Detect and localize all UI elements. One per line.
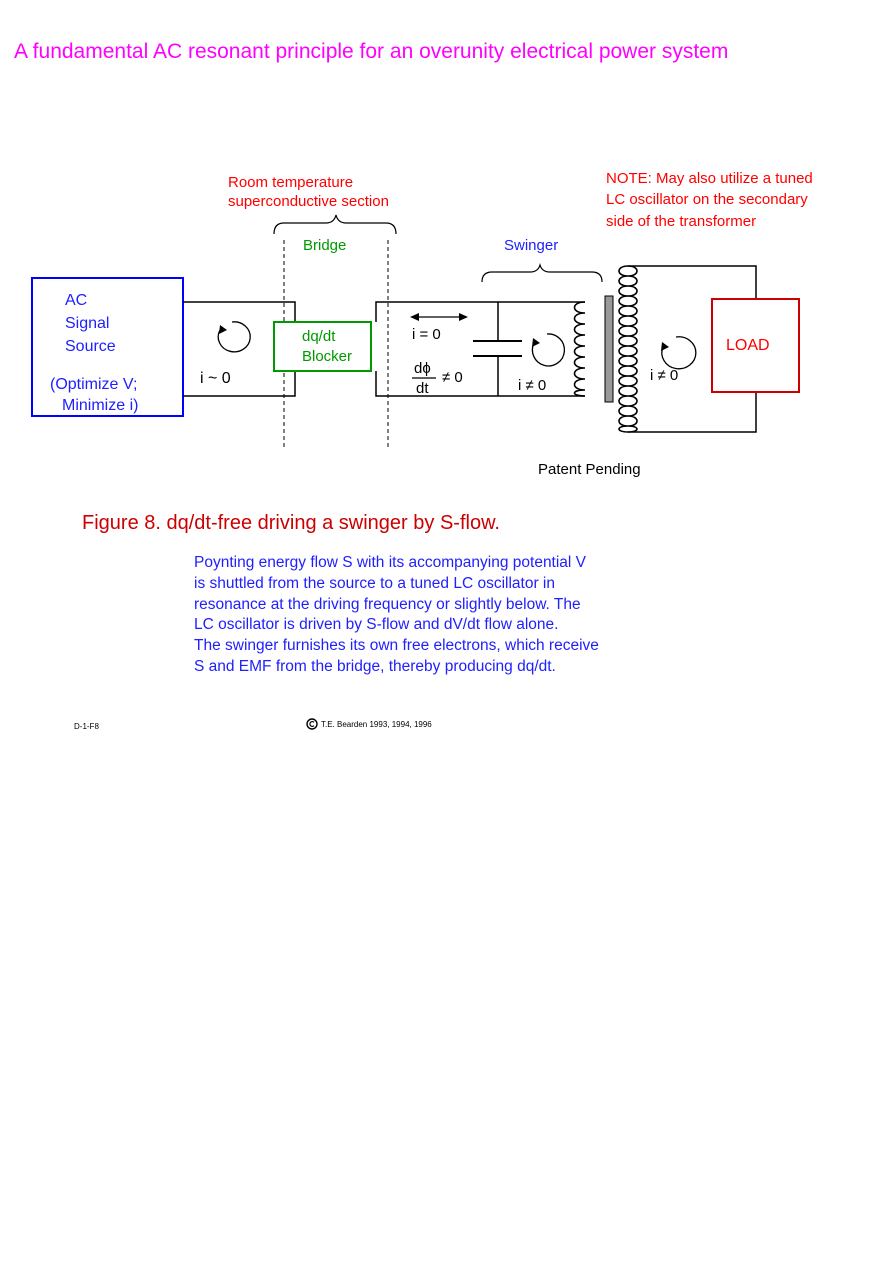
swinger-label: Swinger <box>504 237 558 254</box>
description-line: Poynting energy flow S with its accompan… <box>194 554 587 571</box>
superconductive-label-line2: superconductive section <box>228 193 389 210</box>
note-line2: LC oscillator on the secondary <box>606 191 808 208</box>
swinger-bottom-wire <box>375 371 585 397</box>
patent-pending-label: Patent Pending <box>538 461 641 478</box>
document-code: D-1-F8 <box>74 722 99 731</box>
source-top-wire <box>183 301 296 322</box>
load-top-wire <box>628 265 757 299</box>
source-current-label: i ~ 0 <box>200 370 231 387</box>
lc-arrowhead <box>532 338 540 347</box>
source-label-line1: AC <box>65 292 87 309</box>
source-note-line1: (Optimize V; <box>50 376 137 393</box>
superconductive-brace <box>273 214 397 235</box>
source-bottom-wire <box>183 371 296 397</box>
double-arrow-right-head <box>459 313 468 321</box>
swinger-top-wire <box>375 301 585 322</box>
blocker-label-line1: dq/dt <box>302 328 336 345</box>
bridge-label: Bridge <box>303 237 346 254</box>
blocker-label-line2: Blocker <box>302 348 352 365</box>
description-line: S and EMF from the bridge, thereby produ… <box>194 657 556 675</box>
source-label-line2: Signal <box>65 315 109 332</box>
dqdt-blocker-box <box>273 321 372 372</box>
dphi-denominator: dt <box>416 380 429 397</box>
description-line: The swinger furnishes its own free elect… <box>194 637 599 655</box>
copyright-icon <box>306 718 318 730</box>
load-bottom-wire <box>628 392 757 433</box>
source-circulation-arrow <box>217 321 251 353</box>
description-line: LC oscillator is driven by S-flow and dV… <box>194 616 559 634</box>
note-line1: NOTE: May also utilize a tuned <box>606 170 813 187</box>
swinger-brace <box>481 262 603 283</box>
figure-description: Poynting energy flow S with its accompan… <box>194 553 599 678</box>
description-line: is shuttled from the source to a tuned L… <box>194 574 555 592</box>
dphi-numerator: dϕ <box>414 360 431 377</box>
neq-zero-label: ≠ 0 <box>442 369 463 386</box>
load-arrowhead <box>661 342 669 351</box>
page-title: A fundamental AC resonant principle for … <box>14 40 729 63</box>
load-label: LOAD <box>726 337 770 354</box>
load-box <box>711 298 800 393</box>
double-arrow-left-head <box>410 313 419 321</box>
superconductive-label-line1: Room temperature <box>228 174 353 191</box>
load-circulation-arrow <box>661 336 697 370</box>
lc-current-label: i ≠ 0 <box>518 377 546 394</box>
ac-signal-source-box <box>31 277 184 417</box>
copyright-notice: T.E. Bearden 1993, 1994, 1996 <box>306 718 432 730</box>
description-line: resonance at the driving frequency or sl… <box>194 595 581 613</box>
figure-caption: Figure 8. dq/dt-free driving a swinger b… <box>82 512 500 534</box>
source-label-line3: Source <box>65 338 116 355</box>
load-current-label: i ≠ 0 <box>650 367 678 384</box>
copyright-text: T.E. Bearden 1993, 1994, 1996 <box>321 719 432 729</box>
source-arrowhead <box>219 325 227 334</box>
transformer-core <box>604 295 614 403</box>
i-zero-label: i = 0 <box>412 326 441 343</box>
source-note-line2: Minimize i) <box>62 397 138 414</box>
secondary-coil <box>618 265 629 433</box>
primary-coil <box>573 301 586 397</box>
lc-circulation-arrow <box>531 333 566 367</box>
secondary-coil-right <box>627 265 638 433</box>
circuit-diagram: Room temperature superconductive section… <box>31 170 813 478</box>
note-line3: side of the transformer <box>606 213 756 230</box>
